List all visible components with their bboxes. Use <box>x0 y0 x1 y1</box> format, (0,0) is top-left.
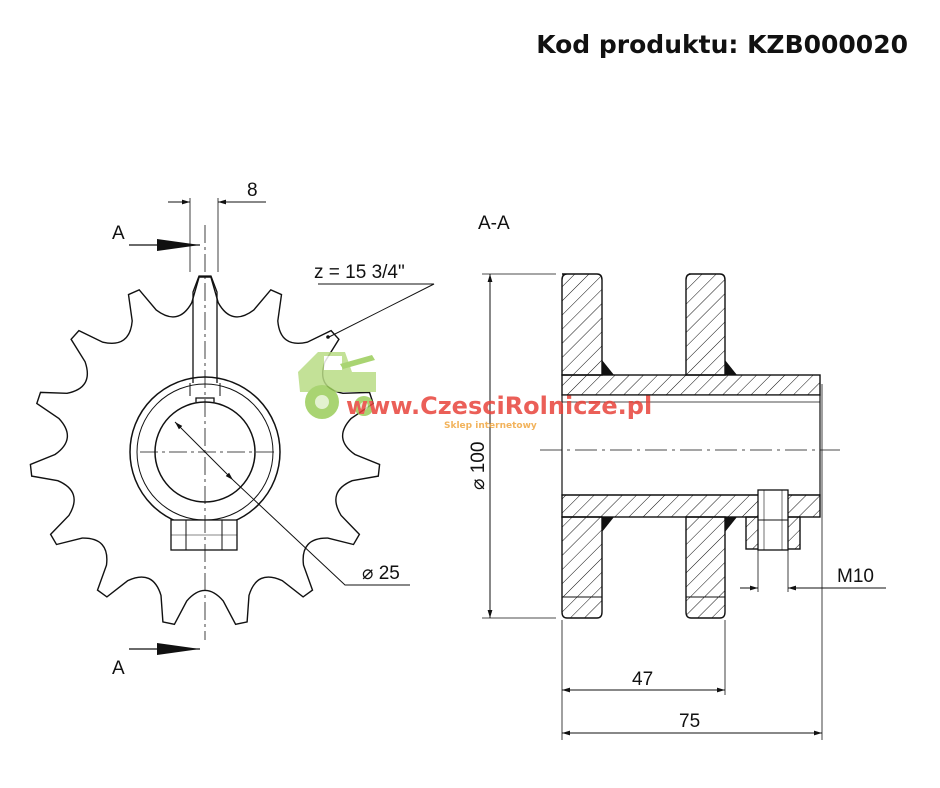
key-width-dimension: 8 <box>247 180 258 201</box>
thread-dimension-text: M10 <box>837 566 874 587</box>
product-code: Kod produktu: KZB000020 <box>536 30 908 59</box>
teeth-leader <box>318 283 435 338</box>
section-label-top: A <box>112 223 125 244</box>
keyway <box>195 397 215 402</box>
watermark-tagline: Sklep internetowy <box>444 421 537 431</box>
upper-disc-right <box>685 273 726 376</box>
section-view-label: A-A <box>478 213 510 234</box>
watermark-url: www.CzesciRolnicze.pl <box>346 392 652 420</box>
sprocket-front-view: ⌀ 25 8 z = 15 3/4" A A <box>29 180 435 679</box>
lower-disc-left <box>561 516 603 619</box>
bore-dimension-text: ⌀ 25 <box>362 563 400 584</box>
teeth-count-text: z = 15 3/4" <box>314 262 405 283</box>
upper-disc-left <box>561 273 603 376</box>
section-view-aa: A-A ⌀ 100 <box>468 213 886 740</box>
tractor-icon <box>298 352 376 419</box>
lower-disc-right <box>685 516 726 619</box>
hub-offset-text: 47 <box>632 669 653 690</box>
section-label-bottom: A <box>112 658 125 679</box>
bore-leader <box>232 479 410 586</box>
watermark: www.CzesciRolnicze.pl Sklep internetowy <box>298 352 652 431</box>
total-length-text: 75 <box>679 711 700 732</box>
hub-bore <box>561 394 821 496</box>
bore-dimension-line <box>174 421 234 481</box>
keyway-inner <box>189 383 221 396</box>
outer-diameter-text: ⌀ 100 <box>468 442 489 490</box>
